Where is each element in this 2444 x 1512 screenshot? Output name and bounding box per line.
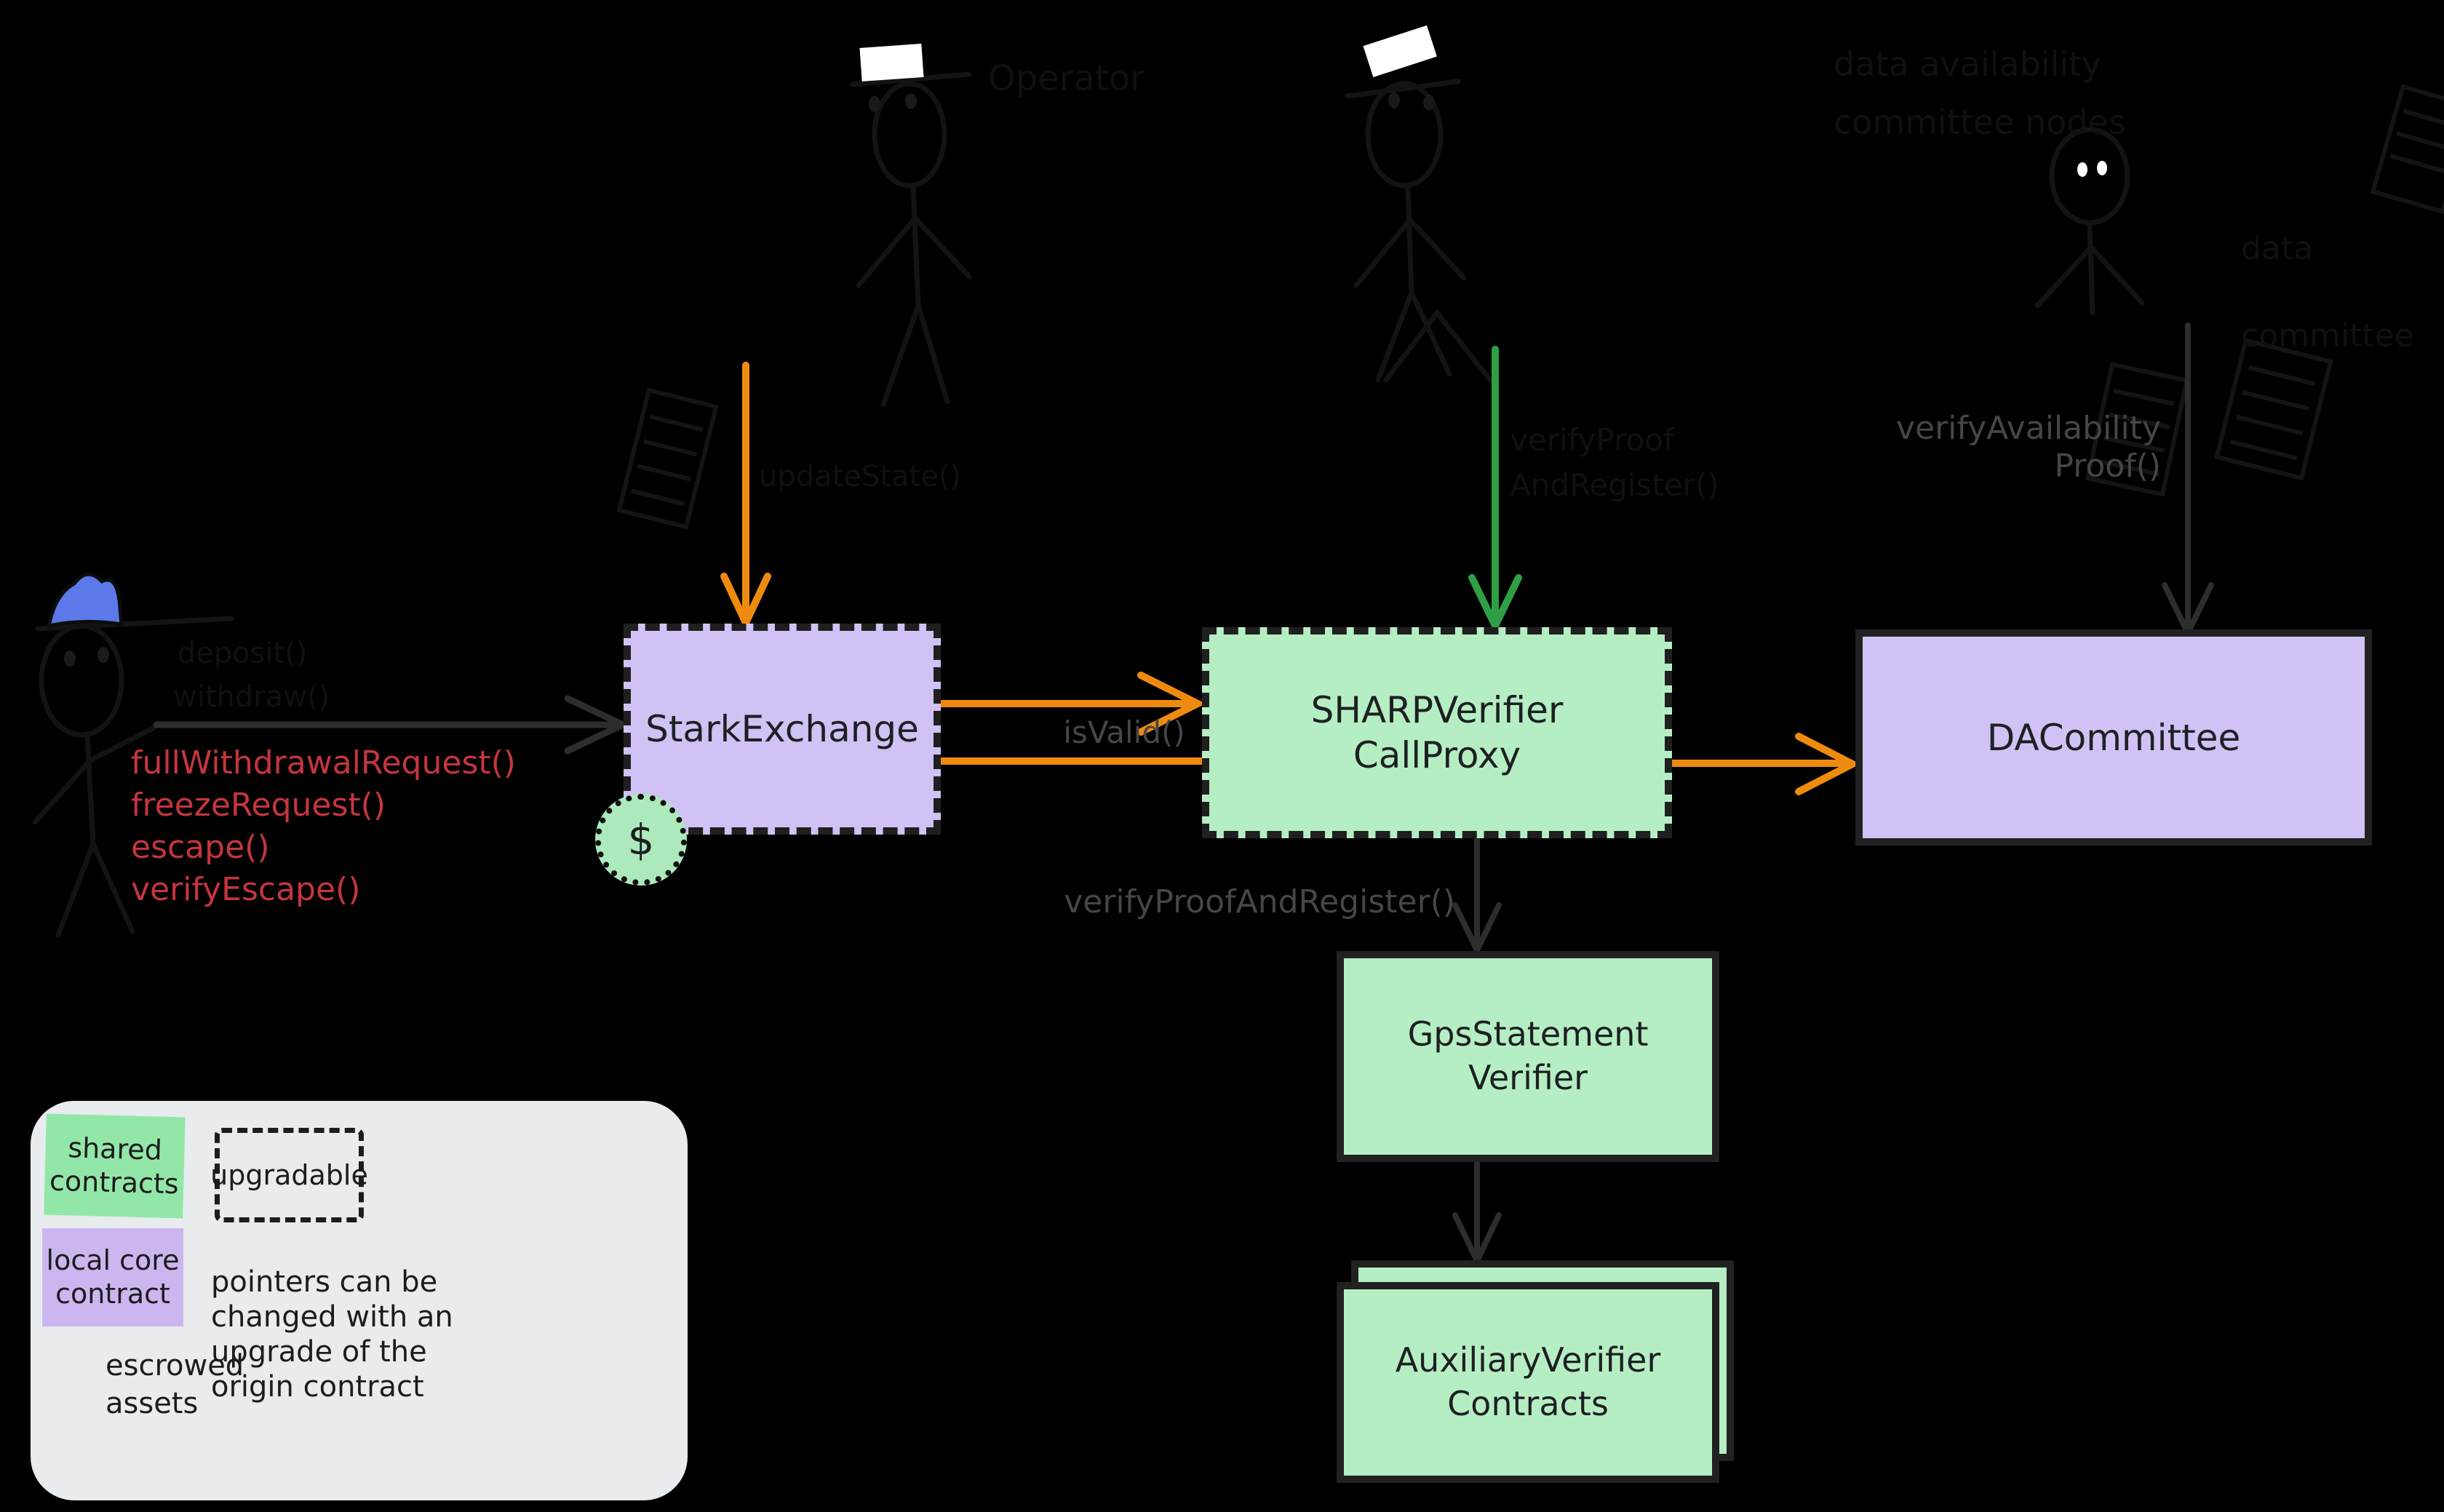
hidden-label-update-state: updateState()	[759, 460, 962, 493]
legend-line: local core	[46, 1244, 180, 1276]
node-label-line1: SHARPVerifier	[1310, 688, 1564, 731]
red-call-line: freezeRequest()	[131, 787, 386, 824]
legend-note-line: pointers can be	[211, 1265, 438, 1299]
legend-line: shared	[67, 1131, 163, 1166]
hidden-line: withdraw()	[173, 680, 330, 714]
node-label: StarkExchange	[645, 708, 919, 750]
user-figure-icon	[32, 616, 234, 938]
edge-label-isvalid: isValid()	[1063, 715, 1185, 750]
white-hat-band-icon	[1363, 25, 1437, 78]
legend-local-core-swatch: local core contract	[42, 1228, 183, 1326]
hidden-label-operator: Operator	[988, 58, 1145, 99]
committee-figure-icon	[2034, 127, 2145, 316]
legend-escrowed-assets-label: escrowed assets	[106, 1347, 266, 1423]
red-call-line: escape()	[131, 829, 270, 866]
legend-line: contracts	[49, 1164, 180, 1200]
legend-note-line: changed with an	[211, 1300, 453, 1334]
hidden-label-deposit-withdraw: deposit() withdraw()	[173, 632, 330, 719]
sharp-prover-figure-icon	[1345, 79, 1493, 383]
legend-line: escrowed	[106, 1349, 244, 1382]
document-icon	[2214, 338, 2333, 481]
document-icon	[2085, 362, 2190, 497]
arrow-sharp-to-gps	[1452, 835, 1502, 958]
edge-label-line2: Proof()	[2054, 447, 2161, 485]
document-icon	[616, 387, 719, 530]
node-label-line1: AuxiliaryVerifier	[1395, 1340, 1661, 1380]
dollar-sign: $	[627, 815, 655, 864]
node-auxiliary-verifier: AuxiliaryVerifier Contracts	[1337, 1282, 1719, 1483]
arrow-isvalid	[936, 672, 1206, 736]
red-call-line: verifyEscape()	[131, 871, 361, 908]
hidden-line: deposit()	[177, 637, 308, 670]
hidden-label-verify-proof: verifyProof AndRegister()	[1510, 418, 1719, 508]
node-da-committee: DACommittee	[1855, 629, 2372, 845]
edge-label-verify-availability-proof: verifyAvailability Proof()	[1797, 410, 2161, 485]
mountain-icon	[1383, 309, 1493, 383]
escape-hatch-calls: fullWithdrawalRequest() freezeRequest() …	[131, 742, 516, 911]
arrow-verifyavailability	[2162, 322, 2214, 640]
hidden-label-data-availability-committee: data availability committee nodes	[1834, 35, 2126, 151]
white-hat-band-icon	[859, 44, 924, 81]
hidden-label-data-committee-2: data committee	[2241, 205, 2414, 380]
node-label-line2: CallProxy	[1353, 734, 1521, 776]
legend-line: contract	[55, 1277, 170, 1310]
legend-label: local core contract	[47, 1244, 180, 1310]
legend-line: assets	[106, 1387, 199, 1420]
committee-eyes-icon	[2077, 161, 2107, 177]
hidden-line: committee	[2241, 317, 2414, 354]
hidden-line: data	[2241, 230, 2314, 267]
hidden-line: committee nodes	[1834, 103, 2126, 142]
edge-label-verify-proof-and-register: verifyProofAndRegister()	[1064, 883, 1455, 920]
node-label: DACommittee	[1986, 716, 2241, 759]
arrow-user-to-starkexchange	[153, 695, 631, 755]
hidden-line: verifyProof	[1510, 422, 1674, 458]
arrow-gps-to-aux	[1452, 1158, 1502, 1268]
legend-label: shared contracts	[49, 1131, 180, 1201]
node-label-line2: Verifier	[1468, 1058, 1588, 1097]
operator-figure-icon	[850, 71, 972, 407]
arrow-operator-to-starkexchange	[720, 362, 771, 632]
legend-note: pointers can be changed with an upgrade …	[211, 1265, 517, 1404]
red-call-line: fullWithdrawalRequest()	[131, 744, 516, 781]
arrow-prover-to-sharpverifier	[1468, 346, 1522, 634]
hidden-line: data availability	[1834, 44, 2102, 84]
node-label-line2: Contracts	[1447, 1384, 1609, 1423]
legend-panel: shared contracts upgradable local core c…	[31, 1101, 688, 1500]
hidden-line: AndRegister()	[1510, 467, 1719, 503]
legend-label: upgradable	[210, 1159, 368, 1191]
node-gps-statement-verifier: GpsStatement Verifier	[1337, 951, 1719, 1162]
node-label-line1: GpsStatement	[1407, 1014, 1649, 1054]
legend-note-line: origin contract	[211, 1370, 424, 1404]
node-stark-exchange: StarkExchange	[624, 624, 941, 835]
arrow-starkexchange-to-dacommittee	[936, 733, 1860, 795]
legend-shared-contracts-swatch: shared contracts	[44, 1113, 186, 1219]
edge-label-line1: verifyAvailability	[1895, 410, 2161, 447]
escrowed-assets-icon: $	[595, 794, 687, 886]
node-sharp-verifier-callproxy: SHARPVerifier CallProxy	[1202, 627, 1672, 838]
blue-hat-icon	[46, 572, 124, 629]
legend-upgradable-swatch: upgradable	[210, 1128, 368, 1222]
legend-note-line: upgrade of the	[211, 1335, 427, 1369]
document-icon	[2370, 84, 2444, 215]
